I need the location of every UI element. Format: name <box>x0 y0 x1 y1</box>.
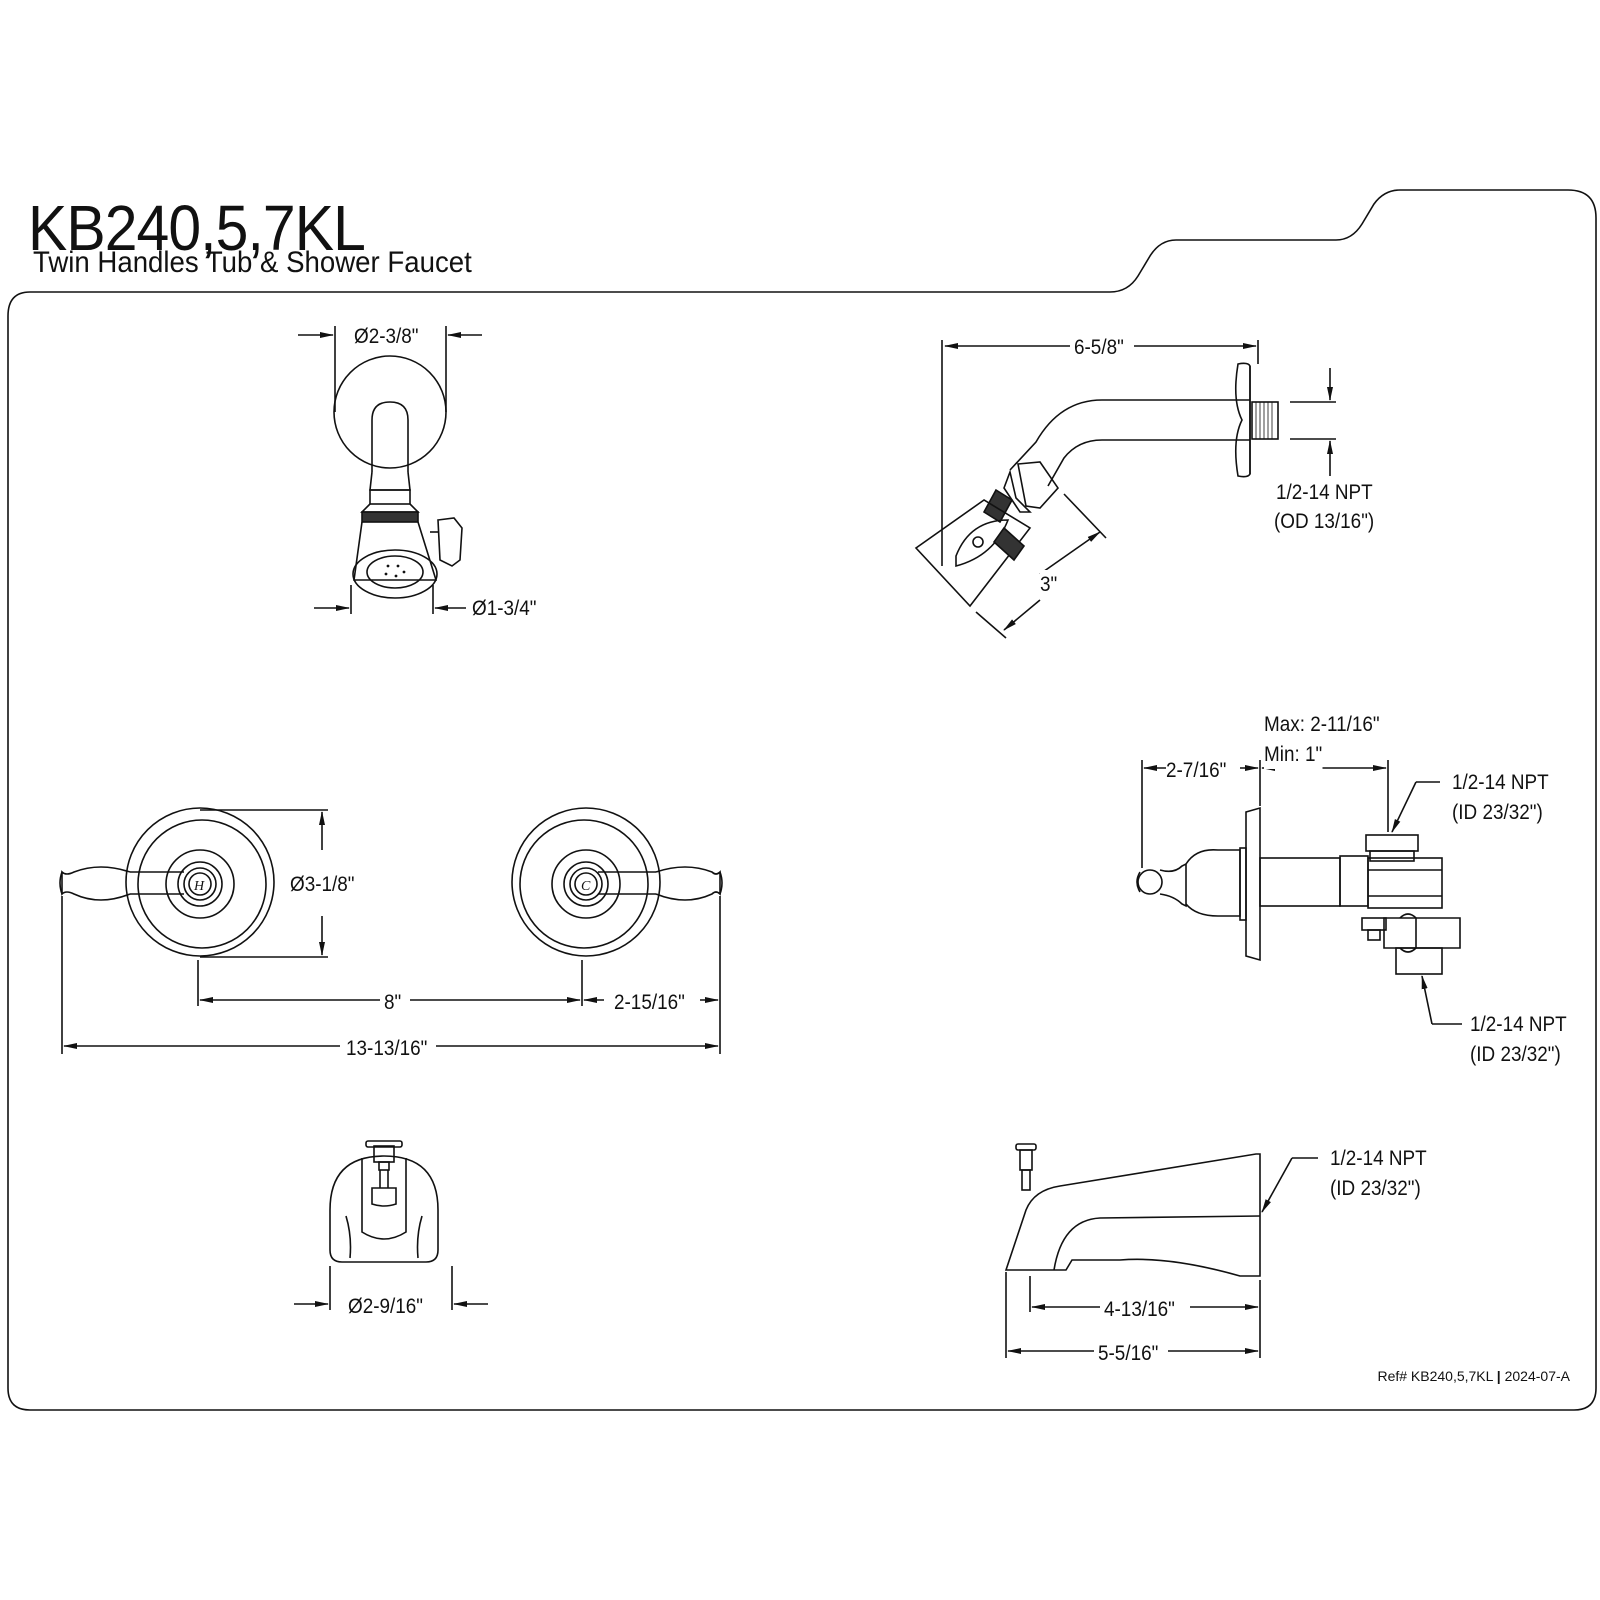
valve-top-port-spec-2: (ID 23/32") <box>1452 798 1543 828</box>
shower-arm-connection-spec-1: 1/2-14 NPT <box>1276 478 1373 508</box>
shower-arm-side-view <box>914 340 1336 639</box>
svg-text:H: H <box>193 879 205 894</box>
showerhead-front-view <box>298 326 482 614</box>
dim-escutcheon-diameter: Ø3-1/8" <box>290 870 355 900</box>
valve-top-port-spec-1: 1/2-14 NPT <box>1452 768 1549 798</box>
reference-footer: Ref# KB240,5,7KL | 2024-07-A <box>1377 1368 1570 1384</box>
tub-spout-front-view <box>294 1140 488 1310</box>
model-title: KB240,5,7KL <box>28 192 366 264</box>
product-description: Twin Handles Tub & Shower Faucet <box>33 246 472 279</box>
dim-tub-spout-diameter: Ø2-9/16" <box>348 1292 424 1322</box>
revision-code: 2024-07-A <box>1504 1368 1570 1384</box>
dim-handle-reach: 2-15/16" <box>614 988 685 1018</box>
dim-handle-center-spacing: 8" <box>384 988 402 1018</box>
footer-divider: | <box>1496 1368 1505 1384</box>
tub-spout-connection-spec-1: 1/2-14 NPT <box>1330 1144 1427 1174</box>
svg-text:C: C <box>581 879 591 894</box>
reference-number: Ref# KB240,5,7KL <box>1377 1368 1493 1384</box>
handles-front-view: H C <box>59 807 723 1054</box>
dim-showerhead-flange-diameter: Ø2-3/8" <box>354 322 419 352</box>
dim-overall-width: 13-13/16" <box>346 1034 428 1064</box>
dim-handle-projection: 2-7/16" <box>1166 756 1227 786</box>
dim-shower-head-length: 3" <box>1040 570 1058 600</box>
dim-valve-depth-max: Max: 2-11/16" <box>1264 710 1380 740</box>
valve-side-view <box>1136 760 1462 1025</box>
dim-tub-spout-overall: 5-5/16" <box>1098 1339 1159 1369</box>
dim-showerhead-head-diameter: Ø1-3/4" <box>472 594 537 624</box>
tub-spout-side-view <box>1004 1143 1318 1358</box>
shower-arm-connection-spec-2: (OD 13/16") <box>1274 507 1375 537</box>
dim-shower-arm-length: 6-5/8" <box>1074 333 1124 363</box>
valve-bottom-port-spec-2: (ID 23/32") <box>1470 1040 1561 1070</box>
dim-valve-depth-min: Min: 1" <box>1264 740 1323 770</box>
valve-bottom-port-spec-1: 1/2-14 NPT <box>1470 1010 1567 1040</box>
dim-tub-spout-reach: 4-13/16" <box>1104 1295 1175 1325</box>
tub-spout-connection-spec-2: (ID 23/32") <box>1330 1174 1421 1204</box>
